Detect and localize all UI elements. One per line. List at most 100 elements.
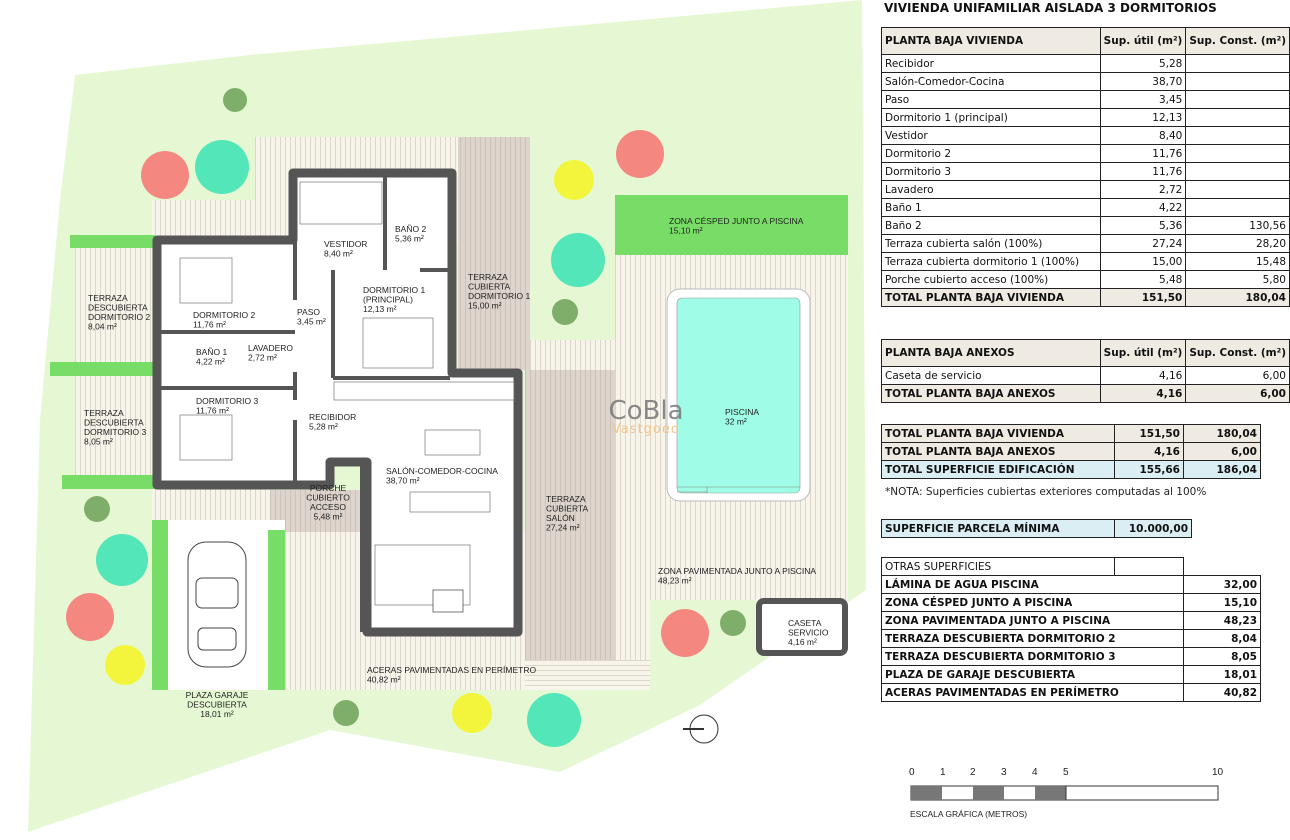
table-cell: TOTAL SUPERFICIE EDIFICACIÓN — [881, 460, 1115, 479]
room-name: DESCUBIERTA — [84, 418, 144, 428]
room-name: LAVADERO — [248, 343, 293, 353]
table-cell: TOTAL PLANTA BAJA VIVIENDA — [881, 288, 1101, 307]
room-name: PLAZA GARAJE — [186, 690, 249, 700]
green-strip-1 — [70, 235, 155, 248]
table-cell: Lavadero — [881, 180, 1101, 199]
scale-tick: 1 — [940, 767, 946, 778]
scale-tick: 5 — [1063, 767, 1069, 778]
pool — [666, 288, 811, 502]
car-icon — [187, 541, 247, 668]
table-cell: Terraza cubierta dormitorio 1 (100%) — [881, 252, 1101, 271]
room-label: DORMITORIO 1(PRINCIPAL)12,13 m² — [363, 285, 425, 314]
tree-icon — [195, 140, 249, 194]
table-cell: PLANTA BAJA ANEXOS — [881, 339, 1101, 367]
table-cell: 155,66 — [1114, 460, 1184, 479]
table-cell: Dormitorio 3 — [881, 162, 1101, 181]
logo-brand: CoBla — [608, 396, 684, 426]
table-cell: 4,22 — [1099, 198, 1187, 217]
tree-icon — [141, 151, 189, 199]
room-name: ZONA CÉSPED JUNTO A PISCINA — [669, 216, 804, 226]
watermark-logo: CoBla Vastgoed — [608, 398, 684, 436]
table-cell: ZONA PAVIMENTADA JUNTO A PISCINA — [881, 611, 1184, 630]
room-area: 2,72 m² — [248, 353, 277, 363]
deck-left-top — [152, 200, 292, 240]
room-area: 5,28 m² — [309, 422, 338, 432]
room-name: CASETA — [788, 618, 822, 628]
table-cell: 130,56 — [1185, 216, 1290, 235]
table-cell: 40,82 — [1183, 683, 1261, 702]
room-name: DESCUBIERTA — [88, 303, 148, 313]
room-area: 48,23 m² — [658, 576, 692, 586]
table-cell: 15,00 — [1099, 252, 1187, 271]
table-cell: 186,04 — [1183, 460, 1261, 479]
lawn-pool — [615, 195, 848, 255]
porch — [270, 490, 362, 532]
table-cell — [1185, 126, 1290, 145]
tree-icon — [452, 693, 492, 733]
table-row: OTRAS SUPERFICIES — [881, 557, 1261, 576]
table-cell — [1185, 108, 1290, 127]
table-cell: 4,16 — [1099, 384, 1187, 403]
terrace-dorm2 — [75, 248, 152, 362]
room-name: BAÑO 2 — [395, 224, 426, 234]
table-cell — [1114, 557, 1184, 576]
table-cell — [1185, 54, 1290, 73]
scale-tick: 3 — [1001, 767, 1007, 778]
room-name: RECIBIDOR — [309, 412, 356, 422]
green-strip-3 — [62, 475, 155, 489]
room-name: DORMITORIO 2 — [193, 310, 255, 320]
garage-edge-right — [268, 530, 285, 690]
table-cell: 11,76 — [1099, 162, 1187, 181]
table-cell: Porche cubierto acceso (100%) — [881, 270, 1101, 289]
room-name: TERRAZA — [546, 494, 586, 504]
tree-icon — [551, 233, 605, 287]
room-area: 11,76 m² — [196, 406, 229, 416]
room-area: 5,48 m² — [314, 512, 343, 522]
table-cell: 8,04 — [1183, 629, 1261, 648]
table-cell: TERRAZA DESCUBIERTA DORMITORIO 2 — [881, 629, 1184, 648]
table-cell — [1185, 198, 1290, 217]
table-cell: Sup. Const. (m²) — [1185, 339, 1290, 367]
tree-icon — [527, 693, 581, 747]
room-area: 8,04 m² — [88, 322, 117, 332]
room-name: TERRAZA — [84, 408, 124, 418]
table-cell: 2,72 — [1099, 180, 1187, 199]
table-cell: 11,76 — [1099, 144, 1187, 163]
room-name: CUBIERTO — [306, 493, 350, 503]
table-cell: PLAZA DE GARAJE DESCUBIERTA — [881, 665, 1184, 684]
room-area: 4,22 m² — [196, 357, 225, 367]
room-area: 18,01 m² — [200, 709, 234, 719]
room-name: PORCHE — [310, 483, 347, 493]
table-cell: PLANTA BAJA VIVIENDA — [881, 27, 1101, 55]
room-name: TERRAZA — [468, 272, 508, 282]
